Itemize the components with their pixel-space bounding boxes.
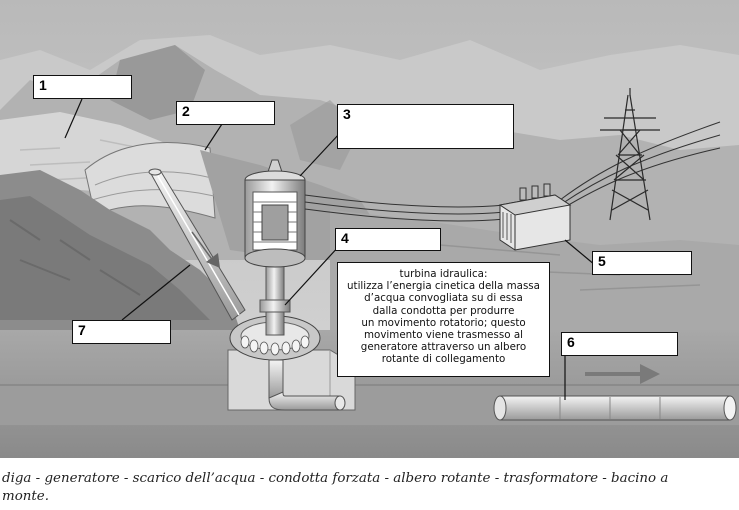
label-number: 3 bbox=[343, 106, 351, 122]
label-number: 2 bbox=[182, 103, 190, 119]
tailrace-pipe bbox=[268, 359, 737, 421]
description-line: generatore attraverso un albero bbox=[360, 341, 527, 354]
word-bank-caption: diga - generatore - scarico dell’acqua -… bbox=[2, 470, 739, 506]
label-leader-lines bbox=[64, 98, 596, 400]
description-line: utilizza l’energia cinetica della massa bbox=[347, 280, 540, 293]
label-number: 5 bbox=[598, 253, 606, 269]
label-box-1: 1 bbox=[33, 75, 132, 99]
dam-wall bbox=[84, 142, 216, 219]
label-number: 4 bbox=[341, 230, 349, 246]
transformer bbox=[498, 183, 572, 251]
penstock-flow-arrow bbox=[191, 231, 215, 263]
label-box-3: 3 bbox=[337, 104, 514, 149]
label-box-7: 7 bbox=[72, 320, 171, 344]
description-line: turbina idraulica: bbox=[399, 268, 488, 280]
electricity-pylon bbox=[600, 88, 660, 221]
description-line: un movimento rotatorio; questo bbox=[361, 316, 526, 329]
label-number: 7 bbox=[78, 322, 86, 338]
label-box-2: 2 bbox=[176, 101, 275, 125]
generator bbox=[244, 159, 306, 268]
description-line: movimento viene trasmesso al bbox=[364, 329, 523, 342]
label-box-4: 4 bbox=[335, 228, 441, 251]
description-line: dalla condotta per produrre bbox=[372, 304, 515, 317]
description-line: rotante di collegamento bbox=[381, 353, 506, 366]
turbine-blades bbox=[240, 335, 310, 356]
caption-line-2: monte. bbox=[2, 489, 49, 504]
caption-line-1: diga - generatore - scarico dell’acqua -… bbox=[2, 471, 669, 486]
outflow-arrow bbox=[585, 364, 660, 384]
label-box-5: 5 bbox=[592, 251, 692, 275]
description-line: d’acqua convogliata su di essa bbox=[364, 292, 523, 305]
turbine-description-box: turbina idraulica: utilizza l’energia ci… bbox=[337, 262, 550, 377]
power-lines bbox=[304, 121, 721, 222]
label-number: 1 bbox=[39, 77, 47, 93]
label-box-6: 6 bbox=[561, 332, 678, 356]
label-number: 6 bbox=[567, 334, 575, 350]
rotating-shaft bbox=[265, 259, 285, 336]
